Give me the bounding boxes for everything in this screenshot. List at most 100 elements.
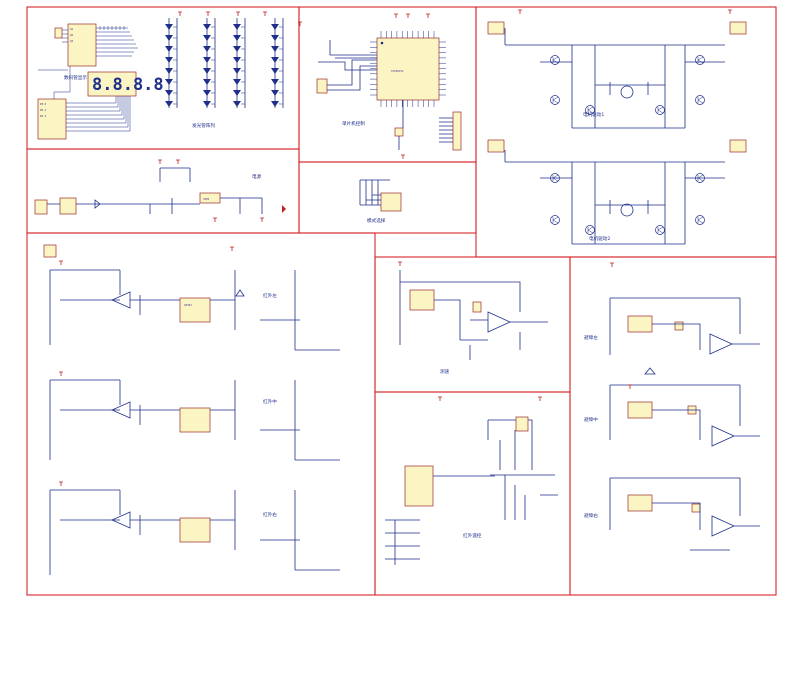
ir-channel-right bbox=[49, 489, 340, 575]
led-icon bbox=[271, 35, 279, 41]
power-symbol-icon bbox=[628, 384, 632, 389]
led-icon bbox=[165, 101, 173, 107]
ir-remote-decoder bbox=[404, 465, 434, 507]
ir-channel-left: LM393 bbox=[49, 269, 340, 351]
power-symbol-icon bbox=[263, 11, 267, 16]
transistor-icon bbox=[655, 105, 665, 115]
frame-ir-remote bbox=[374, 391, 571, 596]
power-symbol-icon bbox=[178, 11, 182, 16]
speed-pot bbox=[472, 301, 482, 313]
frame-motor-drive bbox=[475, 6, 777, 258]
led-icon bbox=[271, 79, 279, 85]
svg-text:8.8.8.8: 8.8.8.8 bbox=[92, 75, 164, 95]
obstacle-right bbox=[609, 477, 760, 551]
transistor-icon bbox=[695, 173, 705, 183]
digit-header-connector bbox=[54, 27, 63, 39]
led-icon bbox=[233, 90, 241, 96]
power-symbol-icon bbox=[610, 262, 614, 267]
frame-power bbox=[26, 148, 300, 234]
mode-select-section: 模式选择 bbox=[359, 179, 402, 224]
motor-drive-bridge-1 bbox=[487, 21, 747, 129]
speed-section: 测速 bbox=[399, 270, 548, 375]
power-symbol-icon bbox=[401, 154, 405, 159]
section-frames bbox=[26, 6, 777, 596]
svg-text:P0.0: P0.0 bbox=[40, 102, 47, 106]
power-section: 7805 电源 bbox=[34, 167, 286, 215]
ir-left-title: 红外左 bbox=[263, 292, 277, 299]
power-symbol-icon bbox=[59, 260, 63, 265]
power-switch bbox=[59, 197, 77, 215]
seven-segment-display bbox=[87, 71, 137, 97]
svg-text:P0.1: P0.1 bbox=[40, 108, 47, 112]
ir-header bbox=[43, 244, 57, 258]
obstacle-section: 避障左 避障中 避障右 bbox=[584, 297, 760, 551]
power-title: 电源 bbox=[252, 173, 262, 180]
transistor-icon bbox=[550, 55, 560, 65]
digit-pin-ticks bbox=[99, 26, 125, 30]
transistor-icon bbox=[585, 105, 595, 115]
led-icon bbox=[233, 68, 241, 74]
mcu-core-section: STC89C52 单片机控制 bbox=[316, 31, 462, 151]
obstacle-left bbox=[609, 297, 760, 375]
power-symbol-icon bbox=[298, 21, 302, 26]
power-symbol-icon bbox=[394, 13, 398, 18]
led-icon bbox=[203, 57, 211, 63]
svg-text:Q1: Q1 bbox=[70, 27, 74, 31]
frame-obstacle bbox=[569, 256, 777, 596]
obstacle-left-title: 避障左 bbox=[584, 334, 598, 341]
svg-text:Q3: Q3 bbox=[70, 39, 74, 43]
led-icon bbox=[271, 90, 279, 96]
led-icon bbox=[271, 57, 279, 63]
led-icon bbox=[203, 90, 211, 96]
transistor-icon bbox=[655, 225, 665, 235]
motor-drive-section: 电机驱动1 电机驱动2 bbox=[487, 21, 747, 245]
power-symbols bbox=[59, 9, 732, 486]
ir-right-title: 红外右 bbox=[263, 511, 277, 518]
power-jack bbox=[34, 199, 48, 215]
led-icon bbox=[203, 46, 211, 52]
led-icon bbox=[165, 68, 173, 74]
motor-drive-2-title: 电机驱动2 bbox=[589, 235, 610, 242]
led-icon bbox=[233, 35, 241, 41]
led-icon bbox=[203, 101, 211, 107]
led-icon bbox=[203, 35, 211, 41]
led-matrix-title: 发光管阵列 bbox=[192, 122, 215, 129]
power-symbol-icon bbox=[398, 261, 402, 266]
ir-remote-section: 红外遥控 bbox=[385, 416, 558, 565]
mcu-core-title: 单片机控制 bbox=[342, 120, 365, 127]
led-icon bbox=[271, 68, 279, 74]
led-icon bbox=[233, 79, 241, 85]
mcu-pin1-marker bbox=[380, 41, 384, 45]
ir-remote-wiring bbox=[385, 419, 558, 565]
power-symbol-icon bbox=[230, 246, 234, 251]
transistor-icon bbox=[585, 225, 595, 235]
power-symbol-icon bbox=[518, 9, 522, 14]
motor-drive-transistors bbox=[550, 55, 705, 235]
led-icon bbox=[165, 79, 173, 85]
speed-wiring bbox=[399, 270, 548, 360]
speed-optocoupler bbox=[409, 289, 435, 311]
frame-speed bbox=[374, 256, 571, 393]
power-symbol-icon bbox=[426, 13, 430, 18]
led-icon bbox=[203, 68, 211, 74]
led-icon bbox=[271, 101, 279, 107]
led-icon bbox=[165, 35, 173, 41]
ir-remote-title: 红外遥控 bbox=[463, 532, 482, 539]
power-symbol-icon bbox=[538, 396, 542, 401]
led-icon bbox=[233, 57, 241, 63]
power-symbol-icon bbox=[176, 159, 180, 164]
led-icon bbox=[233, 24, 241, 30]
mcu-pins bbox=[370, 31, 446, 107]
led-icon bbox=[271, 46, 279, 52]
svg-text:Q2: Q2 bbox=[70, 33, 74, 37]
led-icon bbox=[233, 101, 241, 107]
power-led bbox=[282, 205, 286, 213]
led-icon bbox=[203, 24, 211, 30]
transistor-icon bbox=[550, 215, 560, 225]
transistor-icon bbox=[695, 95, 705, 105]
speed-comparator bbox=[487, 311, 511, 333]
transistor-icon bbox=[695, 55, 705, 65]
